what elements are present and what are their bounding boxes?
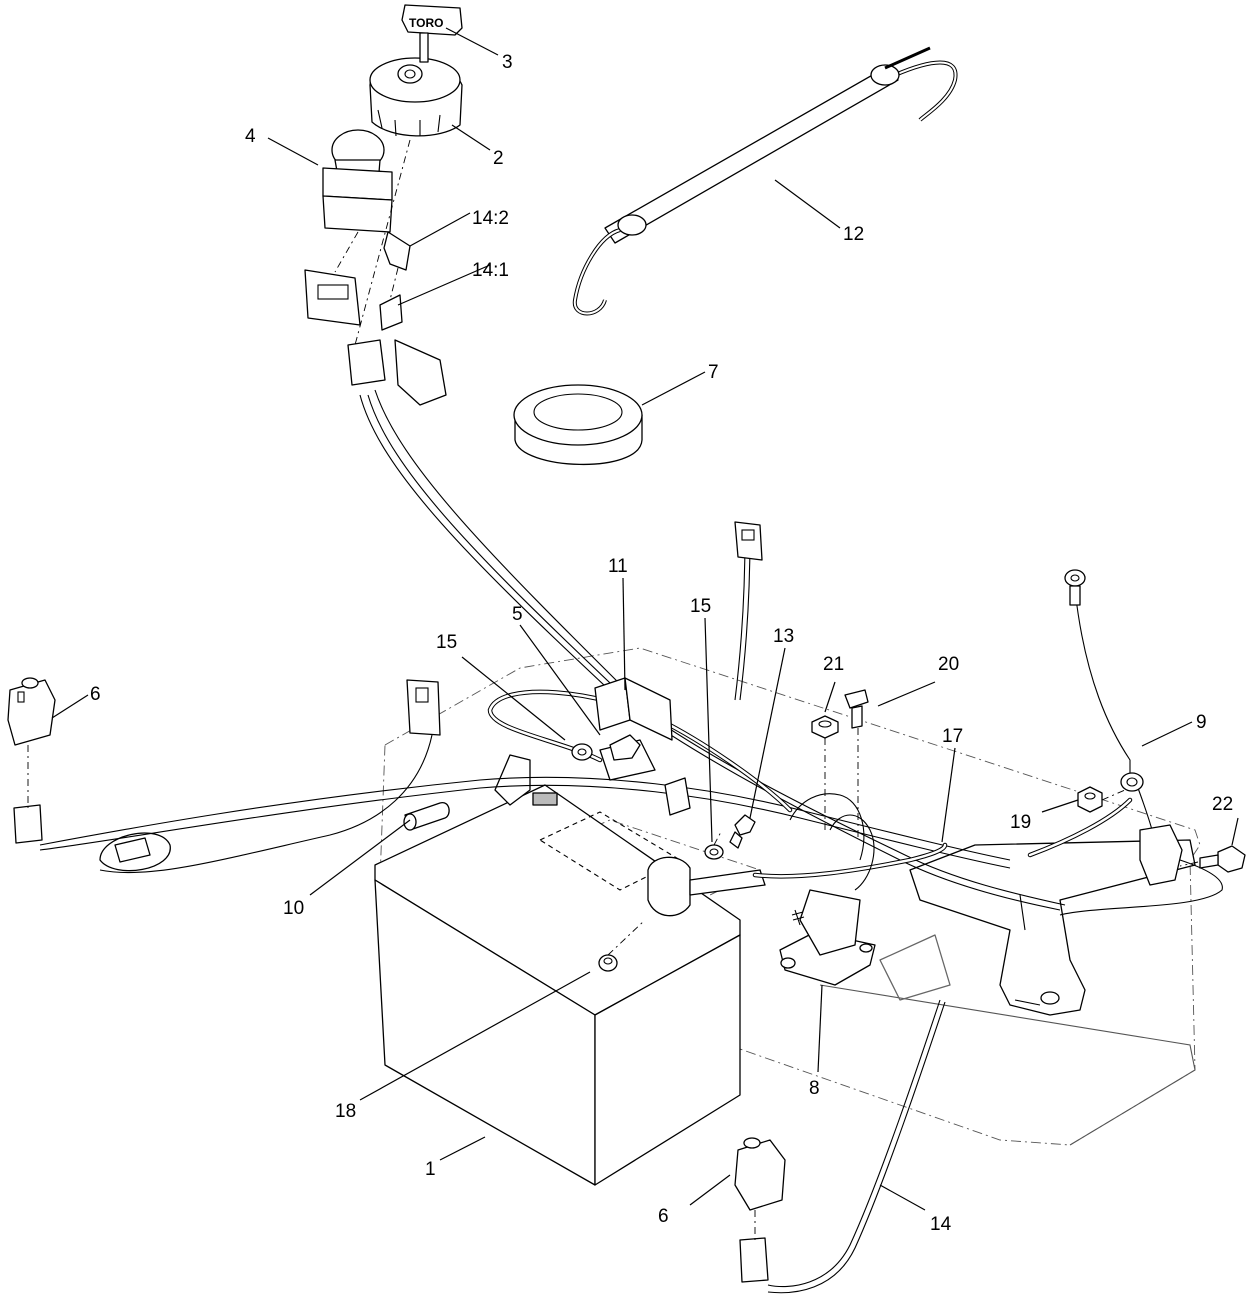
callout-5: 5 <box>512 604 523 625</box>
battery-hold-down-strap <box>572 46 958 316</box>
callout-15-right: 15 <box>690 596 711 617</box>
leader-lines <box>51 27 1239 1211</box>
ignition-key: TORO <box>401 4 463 63</box>
callout-15-left: 15 <box>436 632 457 653</box>
callout-17: 17 <box>942 726 963 747</box>
callout-6-bottom: 6 <box>658 1206 669 1227</box>
callout-4: 4 <box>245 126 256 147</box>
connector-top-center <box>734 521 763 561</box>
callout-19: 19 <box>1010 812 1031 833</box>
nut-5 <box>609 734 641 761</box>
mounting-bracket-11 <box>594 677 673 741</box>
callout-9: 9 <box>1196 712 1207 733</box>
washer-15-left <box>571 743 593 761</box>
washer-15-right <box>704 844 724 860</box>
callout-3: 3 <box>502 52 513 73</box>
bolt-20 <box>844 689 869 729</box>
diode <box>403 802 450 831</box>
callout-18: 18 <box>335 1101 356 1122</box>
callout-10: 10 <box>283 898 304 919</box>
ignition-switch <box>369 57 463 137</box>
starter-solenoid <box>779 889 876 986</box>
seat-switch-left <box>7 677 171 872</box>
callout-11: 11 <box>608 556 628 577</box>
terminal-nut <box>598 954 618 972</box>
callout-12: 12 <box>843 224 864 245</box>
callout-21: 21 <box>823 654 844 675</box>
seat-switch-bottom <box>734 1137 786 1283</box>
fuse-14-2 <box>383 231 411 271</box>
callout-1: 1 <box>425 1159 436 1180</box>
battery <box>374 754 766 1186</box>
nut-19 <box>1077 786 1103 813</box>
callout-20: 20 <box>938 654 959 675</box>
callout-13: 13 <box>773 626 794 647</box>
callout-6-top: 6 <box>90 684 101 705</box>
callout-labels: 1 2 3 4 5 6 6 7 8 9 10 11 12 13 14 14:1 … <box>90 52 1233 1235</box>
nut-21 <box>811 715 839 739</box>
toro-logo: TORO <box>409 16 443 30</box>
callout-14: 14 <box>930 1214 952 1235</box>
callout-22: 22 <box>1212 794 1233 815</box>
callout-14-1: 14:1 <box>472 260 509 281</box>
connector-left <box>406 679 441 736</box>
callout-7: 7 <box>708 362 719 383</box>
connector-right <box>1139 824 1183 886</box>
callout-14-2: 14:2 <box>472 208 509 229</box>
screw-13 <box>729 814 756 849</box>
bolt-22 <box>1199 845 1246 873</box>
fuse-14-1 <box>379 294 403 331</box>
ground-cable <box>1064 569 1144 792</box>
pto-switch <box>322 129 393 233</box>
hole-plug <box>513 384 643 466</box>
harness-connector-block <box>304 269 447 406</box>
callout-2: 2 <box>493 148 504 169</box>
callout-8: 8 <box>809 1078 820 1099</box>
